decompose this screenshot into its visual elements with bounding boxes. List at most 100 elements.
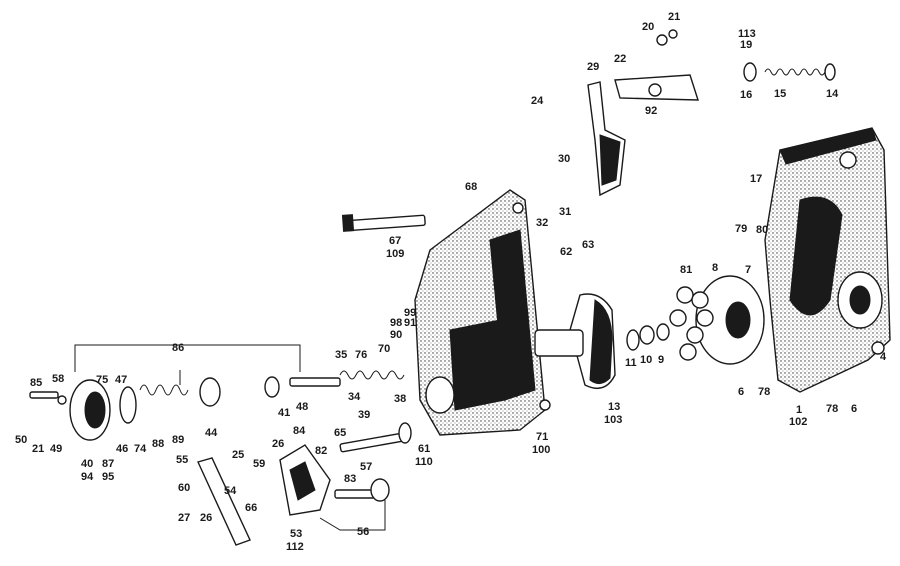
- callout-27: 27: [178, 512, 190, 524]
- callout-6-right: 6: [851, 403, 857, 415]
- callout-7: 7: [745, 264, 751, 276]
- callout-76: 76: [355, 349, 367, 361]
- callout-21-top: 21: [668, 11, 680, 23]
- callout-84: 84: [293, 425, 306, 437]
- callout-74: 74: [134, 443, 147, 455]
- callout-26-lower: 26: [200, 512, 212, 524]
- callout-15: 15: [774, 88, 786, 100]
- callout-80: 80: [756, 224, 768, 236]
- callout-86: 86: [172, 342, 184, 354]
- callout-59: 59: [253, 458, 265, 470]
- callout-56: 56: [357, 526, 369, 538]
- callout-60: 60: [178, 482, 190, 494]
- callout-55: 55: [176, 454, 188, 466]
- callout-102: 102: [789, 416, 807, 428]
- callout-14: 14: [826, 88, 839, 100]
- callout-40: 40: [81, 458, 93, 470]
- callout-13: 13: [608, 401, 620, 413]
- callout-25: 25: [232, 449, 244, 461]
- callout-35: 35: [335, 349, 347, 361]
- callout-100: 100: [532, 444, 550, 456]
- callout-90: 90: [390, 329, 402, 341]
- callout-110: 110: [415, 456, 433, 468]
- callout-44: 44: [205, 427, 218, 439]
- long-bolt: [341, 214, 426, 232]
- callout-65: 65: [334, 427, 346, 439]
- callout-66: 66: [245, 502, 257, 514]
- callout-21-left: 21: [32, 443, 44, 455]
- callout-85: 85: [30, 377, 42, 389]
- callout-89: 89: [172, 434, 184, 446]
- callout-92: 92: [645, 105, 657, 117]
- callout-78-right: 78: [826, 403, 838, 415]
- callout-78-left: 78: [758, 386, 770, 398]
- callout-46: 46: [116, 443, 128, 455]
- callout-11: 11: [625, 357, 637, 369]
- callout-54: 54: [224, 485, 237, 497]
- drive-drum: [534, 293, 616, 389]
- callout-38: 38: [394, 393, 406, 405]
- callout-26-upper: 26: [272, 438, 284, 450]
- callout-24: 24: [531, 95, 544, 107]
- spring-15: [743, 62, 836, 82]
- callout-68: 68: [465, 181, 477, 193]
- callout-50: 50: [15, 434, 27, 446]
- leader-lines: [74, 344, 386, 531]
- callout-61: 61: [418, 443, 430, 455]
- roller-ring: [669, 286, 714, 361]
- callout-22: 22: [614, 53, 626, 65]
- top-linkage: [614, 29, 699, 101]
- callout-58: 58: [52, 373, 64, 385]
- washers-9-10-11: [626, 323, 670, 351]
- callout-88: 88: [152, 438, 164, 450]
- callout-10: 10: [640, 354, 652, 366]
- callout-19: 19: [740, 39, 752, 51]
- callout-20: 20: [642, 21, 654, 33]
- rod-61: [339, 422, 412, 453]
- callout-39: 39: [358, 409, 370, 421]
- callout-75: 75: [96, 374, 108, 386]
- callout-32: 32: [536, 217, 548, 229]
- callout-67: 67: [389, 235, 401, 247]
- callout-8: 8: [712, 262, 718, 274]
- callout-91: 91: [404, 317, 416, 329]
- callout-48: 48: [296, 401, 308, 413]
- callout-83: 83: [344, 473, 356, 485]
- callout-34: 34: [348, 391, 361, 403]
- callout-63: 63: [582, 239, 594, 251]
- callout-1: 1: [796, 404, 802, 416]
- callout-41: 41: [278, 407, 290, 419]
- callout-17: 17: [750, 173, 762, 185]
- callout-95: 95: [102, 471, 114, 483]
- housing-cover: [764, 127, 891, 393]
- callout-112: 112: [286, 541, 304, 553]
- callout-labels: 1 4 6 6 7 8 9 10 11 13 103 14 15 16 17 1…: [15, 11, 887, 553]
- callout-82: 82: [315, 445, 327, 457]
- pump-body: [414, 189, 551, 436]
- control-lever: [587, 81, 626, 197]
- callout-109: 109: [386, 248, 404, 260]
- callout-49: 49: [50, 443, 62, 455]
- callout-6-left: 6: [738, 386, 744, 398]
- callout-31: 31: [559, 206, 571, 218]
- callout-113: 113: [738, 28, 756, 40]
- callout-94: 94: [81, 471, 94, 483]
- callout-81: 81: [680, 264, 692, 276]
- callout-47: 47: [115, 374, 127, 386]
- callout-71: 71: [536, 431, 548, 443]
- callout-99: 99: [404, 307, 416, 319]
- callout-30: 30: [558, 153, 570, 165]
- flange-plate: [669, 275, 765, 365]
- callout-70: 70: [378, 343, 390, 355]
- callout-98: 98: [390, 317, 402, 329]
- callout-103: 103: [604, 414, 622, 426]
- callout-62: 62: [560, 246, 572, 258]
- callout-4: 4: [880, 351, 887, 363]
- callout-53: 53: [290, 528, 302, 540]
- governor-assembly: [29, 377, 221, 441]
- shaft-48: [264, 370, 405, 398]
- callout-79: 79: [735, 223, 747, 235]
- callout-9: 9: [658, 354, 664, 366]
